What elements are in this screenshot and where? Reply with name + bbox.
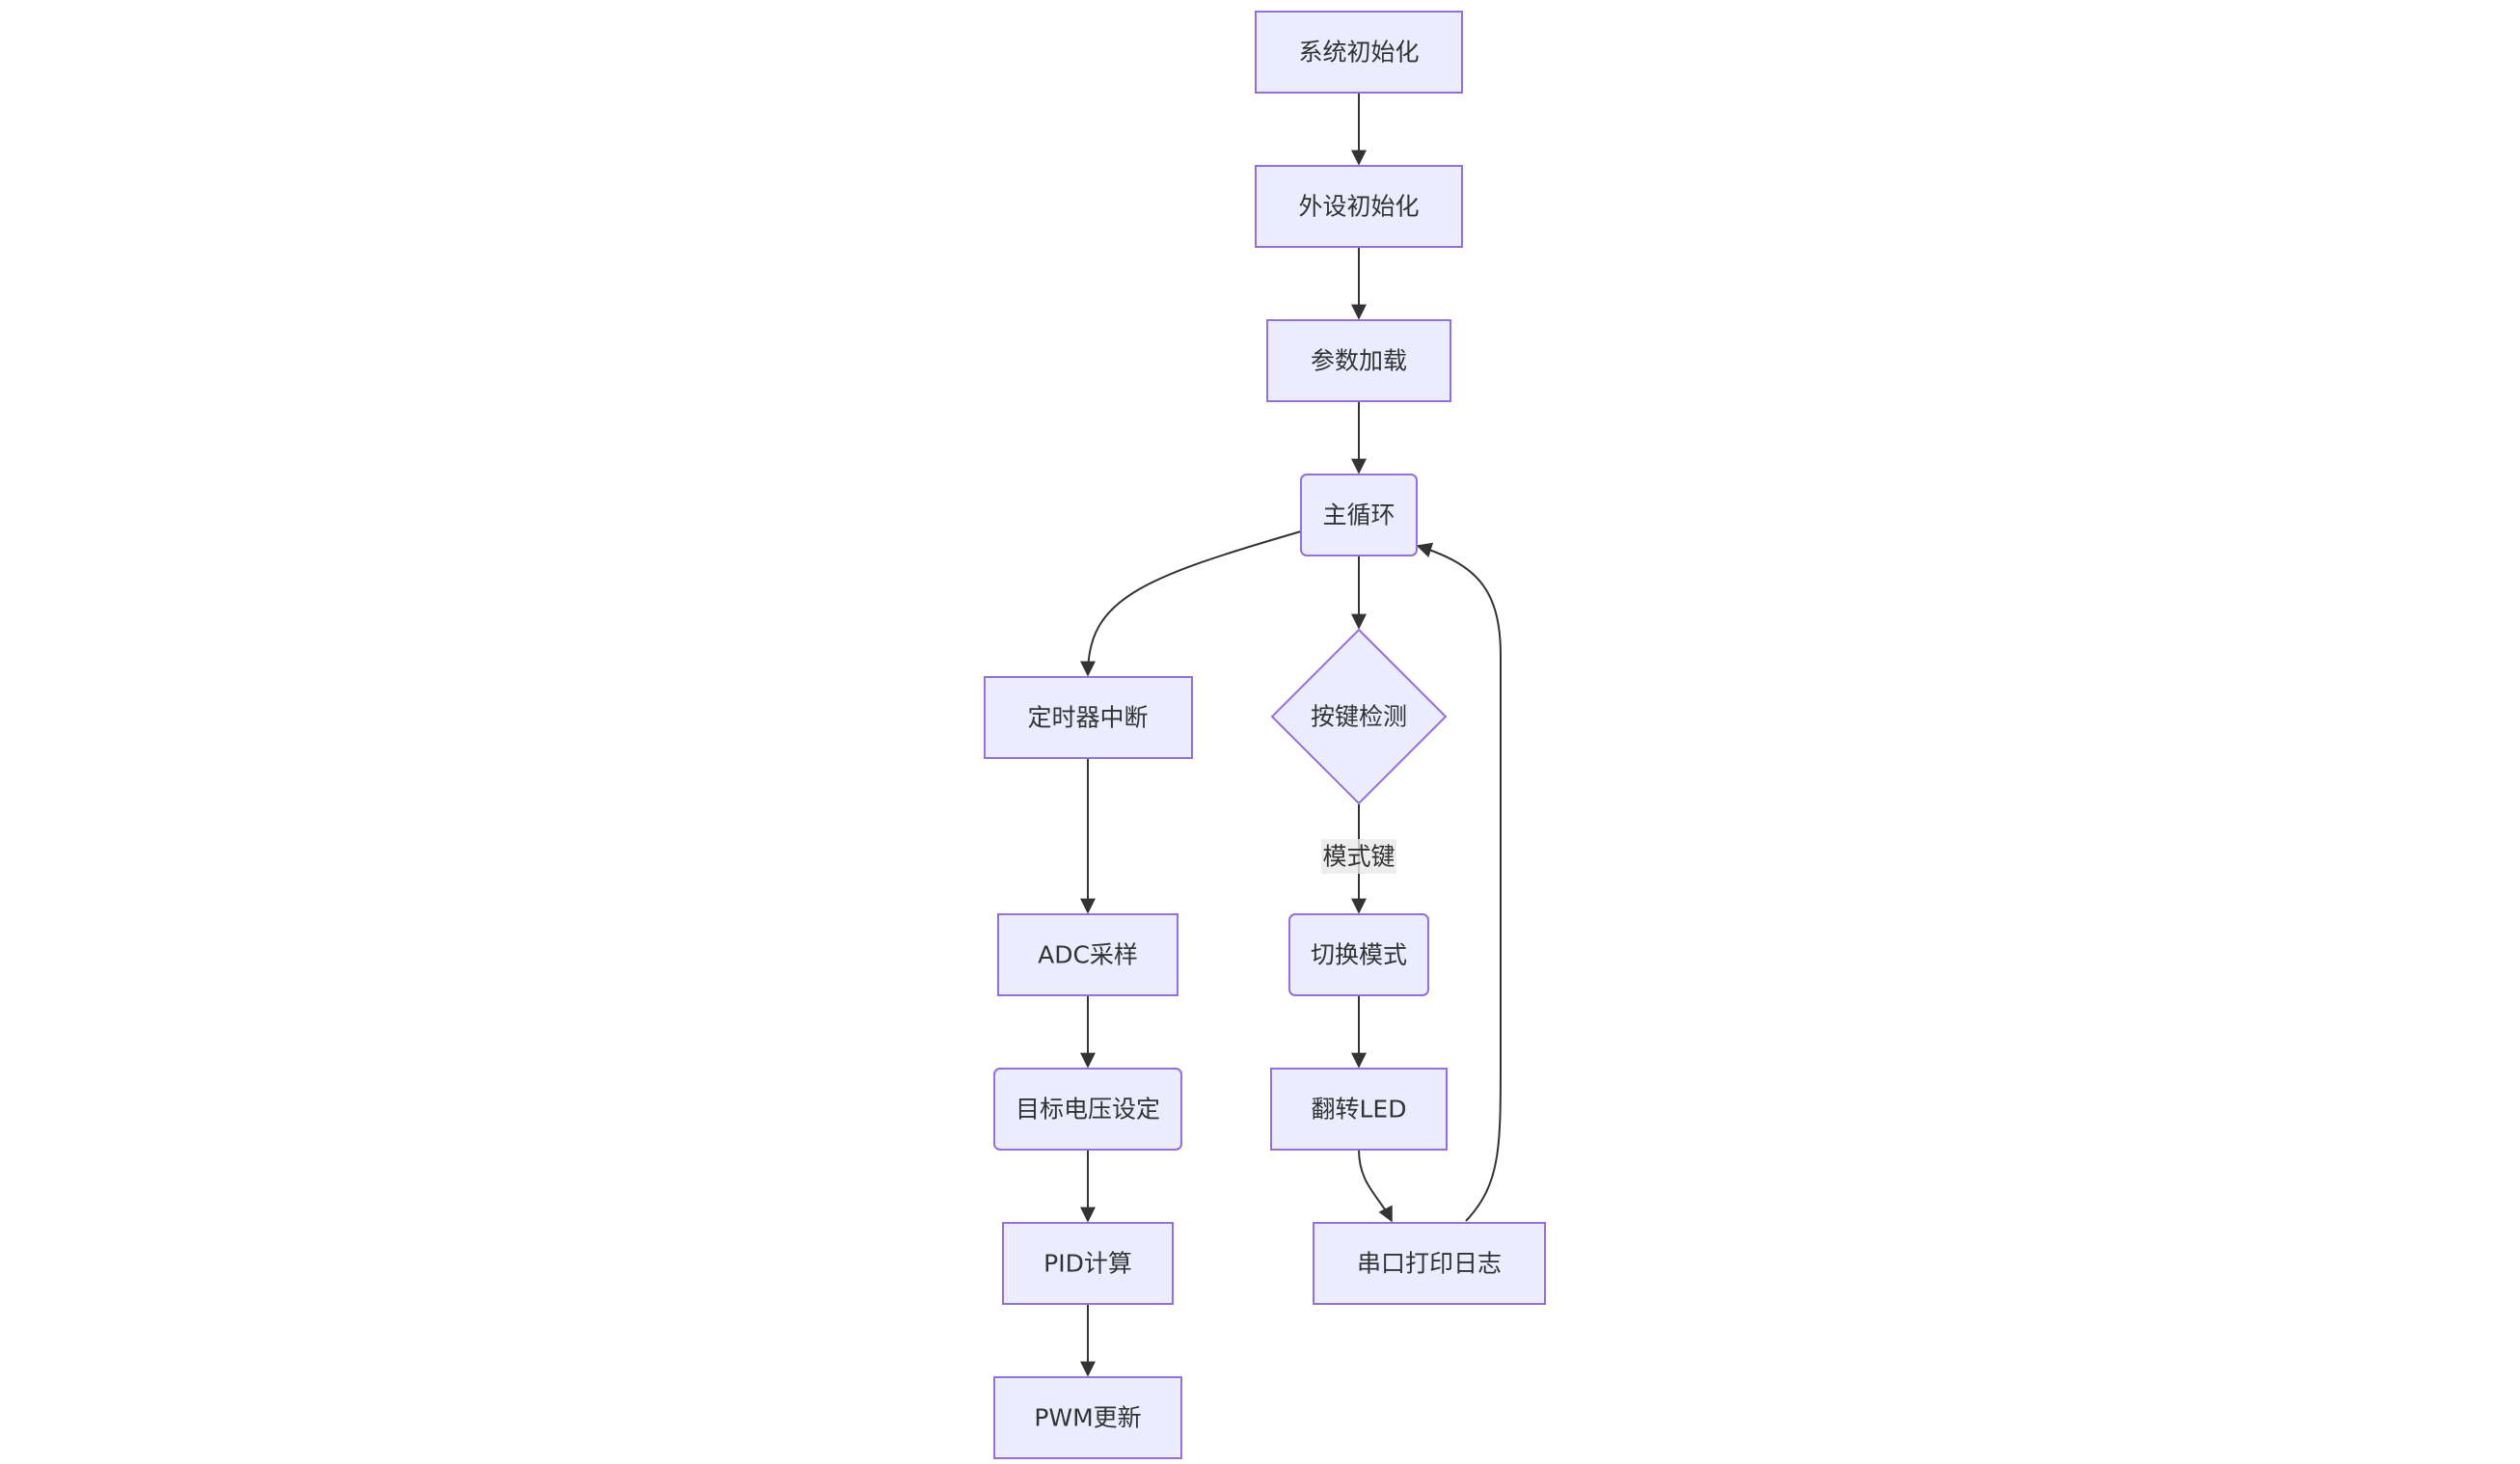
edge-uart-log-to-main-loop xyxy=(1416,542,1502,1222)
edge-main-loop-to-timer-interrupt xyxy=(1080,530,1302,677)
node-key-detect: 按键检测 xyxy=(1270,628,1448,805)
node-uart-log-label: 串口打印日志 xyxy=(1357,1250,1502,1278)
node-pwm-update-label: PWM更新 xyxy=(1034,1404,1141,1432)
node-switch-mode-label: 切换模式 xyxy=(1311,941,1407,969)
node-peripheral-init-label: 外设初始化 xyxy=(1298,193,1419,221)
edge-label-mode-key-text: 模式键 xyxy=(1322,843,1395,871)
edge-label-mode-key: 模式键 xyxy=(1321,839,1396,874)
edge-toggle-led-to-uart-log xyxy=(1358,1149,1393,1223)
node-toggle-led: 翻转LED xyxy=(1270,1068,1448,1151)
node-main-loop: 主循环 xyxy=(1300,474,1418,556)
node-pid-calc: PID计算 xyxy=(1002,1222,1174,1305)
node-key-detect-label: 按键检测 xyxy=(1311,703,1407,731)
node-param-load: 参数加载 xyxy=(1266,319,1451,402)
node-param-load-label: 参数加载 xyxy=(1311,347,1407,375)
node-system-init-label: 系统初始化 xyxy=(1298,39,1419,67)
node-target-voltage: 目标电压设定 xyxy=(993,1068,1182,1151)
node-timer-interrupt: 定时器中断 xyxy=(984,676,1193,759)
node-switch-mode: 切换模式 xyxy=(1288,913,1429,996)
node-pwm-update: PWM更新 xyxy=(993,1376,1182,1459)
node-adc-sampling-label: ADC采样 xyxy=(1038,941,1138,969)
node-main-loop-label: 主循环 xyxy=(1322,502,1395,529)
node-adc-sampling: ADC采样 xyxy=(997,913,1179,996)
node-uart-log: 串口打印日志 xyxy=(1313,1222,1546,1305)
node-toggle-led-label: 翻转LED xyxy=(1312,1096,1407,1124)
node-timer-interrupt-label: 定时器中断 xyxy=(1027,704,1148,732)
node-pid-calc-label: PID计算 xyxy=(1043,1250,1132,1278)
node-system-init: 系统初始化 xyxy=(1255,11,1463,94)
node-target-voltage-label: 目标电压设定 xyxy=(1016,1096,1160,1124)
edges xyxy=(1080,93,1502,1377)
node-peripheral-init: 外设初始化 xyxy=(1255,165,1463,248)
